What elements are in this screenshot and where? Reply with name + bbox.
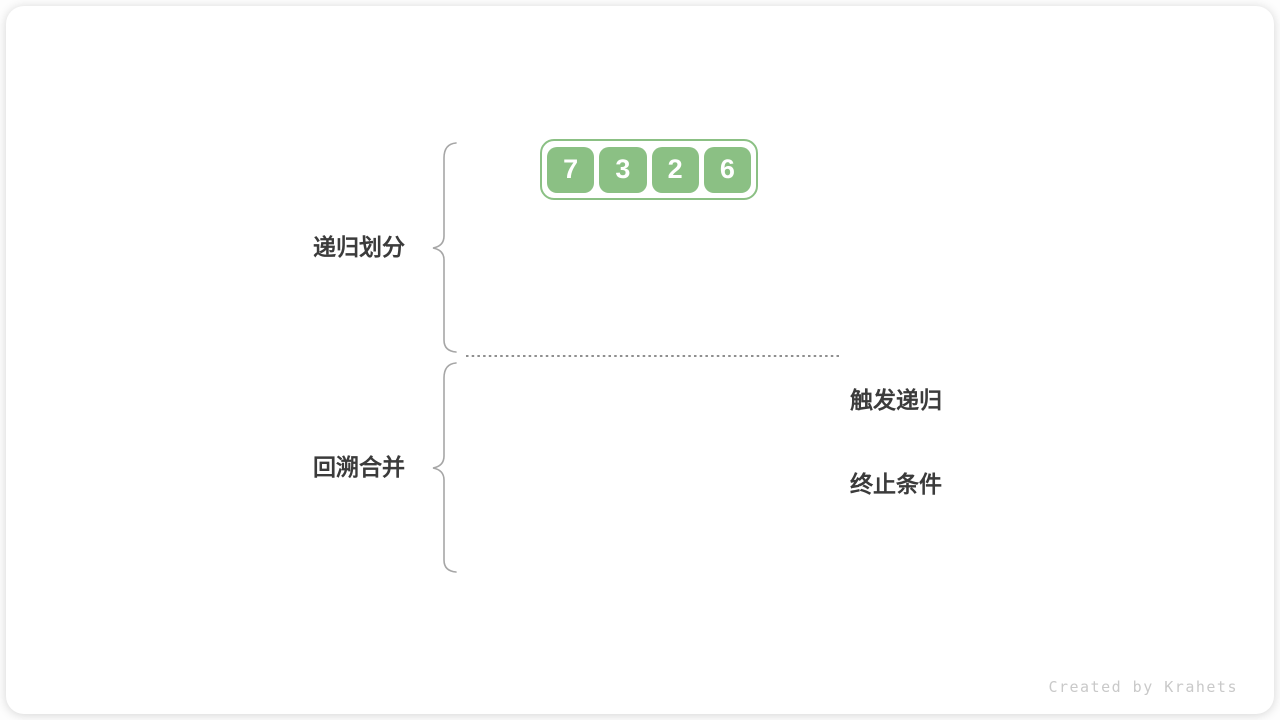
array-cell: 6 [703, 146, 751, 193]
label-termination-condition: 触发递归 终止条件 [850, 330, 942, 554]
label-recursive-divide: 递归划分 [313, 234, 405, 260]
array-cell: 2 [651, 146, 699, 193]
label-backtrack-merge: 回溯合并 [313, 454, 405, 480]
label-termination-line2: 终止条件 [850, 471, 942, 497]
array-container: 7 3 2 6 [540, 139, 758, 200]
label-termination-line1: 触发递归 [850, 387, 942, 413]
diagram-card [6, 6, 1274, 714]
watermark-credit: Created by Krahets [1048, 678, 1238, 696]
array-cell: 7 [547, 146, 595, 193]
array-cell: 3 [599, 146, 647, 193]
